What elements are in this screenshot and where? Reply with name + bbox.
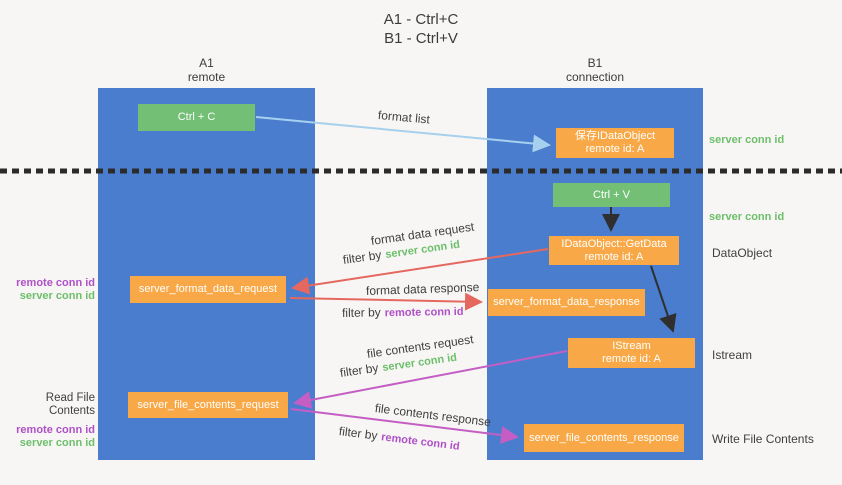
format-data-request-arrow bbox=[291, 248, 549, 295]
column-a1-subtitle: remote bbox=[187, 70, 226, 84]
title-line-2: B1 - Ctrl+V bbox=[384, 30, 458, 47]
server-format-data-response-label: server_format_data_response bbox=[493, 296, 640, 308]
ctrl-v-box: Ctrl + V bbox=[553, 183, 670, 207]
istream-line1: IStream bbox=[612, 340, 651, 352]
getdata-to-istream-arrow bbox=[650, 265, 677, 333]
getdata-line1: IDataObject::GetData bbox=[561, 237, 667, 250]
remote-conn-id-left-2: remote conn id bbox=[16, 424, 95, 436]
remote-conn-id-text: remote conn id bbox=[384, 305, 464, 320]
save-idataobject-box: 保存IDataObject remote id: A bbox=[556, 128, 674, 158]
save-idataobject-line1: 保存IDataObject bbox=[574, 130, 656, 142]
ctrl-v-label: Ctrl + V bbox=[593, 188, 630, 201]
ctrl-c-box: Ctrl + C bbox=[138, 104, 255, 131]
column-header-b1: B1 connection bbox=[487, 56, 703, 84]
server-conn-id-left-1: server conn id bbox=[19, 290, 95, 302]
server-format-data-response-box: server_format_data_response bbox=[488, 289, 645, 316]
server-file-contents-response-label: server_file_contents_response bbox=[529, 431, 679, 444]
dataobject-label: DataObject bbox=[712, 246, 773, 260]
getdata-line2: remote id: A bbox=[584, 250, 644, 263]
server-conn-id-left-2: server conn id bbox=[19, 437, 95, 449]
server-file-contents-response-box: server_file_contents_response bbox=[524, 424, 684, 452]
left-conn-id-group-1: remote conn id server conn id bbox=[6, 277, 95, 303]
format-list-arrow bbox=[255, 116, 551, 153]
read-file-contents-label: Read File Contents bbox=[45, 392, 95, 417]
format-data-response-arrow bbox=[289, 292, 483, 311]
column-b1-subtitle: connection bbox=[565, 70, 625, 84]
remote-conn-id-left-1: remote conn id bbox=[16, 277, 95, 289]
server-file-contents-request-box: server_file_contents_request bbox=[128, 392, 288, 418]
column-b1-name: B1 bbox=[587, 56, 603, 70]
save-idataobject-line2: remote id: A bbox=[585, 143, 645, 155]
ctrl-c-label: Ctrl + C bbox=[177, 111, 216, 123]
file-contents-request-arrow bbox=[293, 350, 568, 409]
idataobject-getdata-box: IDataObject::GetData remote id: A bbox=[549, 236, 679, 265]
istream-side-label: Istream bbox=[712, 348, 753, 362]
left-conn-id-group-2: Read File Contents remote conn id server… bbox=[0, 392, 95, 450]
server-format-data-request-label: server_format_data_request bbox=[138, 283, 278, 295]
diagram-title: A1 - Ctrl+C B1 - Ctrl+V bbox=[0, 10, 842, 48]
column-a1-name: A1 bbox=[199, 56, 214, 70]
write-file-contents-label: Write File Contents bbox=[712, 432, 814, 446]
file-contents-response-arrow bbox=[290, 408, 519, 444]
filter-by-text: filter by bbox=[341, 305, 381, 320]
title-line-1: A1 - Ctrl+C bbox=[383, 11, 459, 28]
column-header-a1: A1 remote bbox=[98, 56, 315, 84]
server-format-data-request-box: server_format_data_request bbox=[130, 276, 286, 303]
server-conn-id-right-top: server conn id bbox=[709, 134, 785, 146]
server-file-contents-request-label: server_file_contents_request bbox=[137, 398, 279, 411]
istream-box: IStream remote id: A bbox=[568, 338, 695, 368]
server-conn-id-right-mid: server conn id bbox=[709, 211, 785, 223]
istream-line2: remote id: A bbox=[602, 353, 661, 365]
